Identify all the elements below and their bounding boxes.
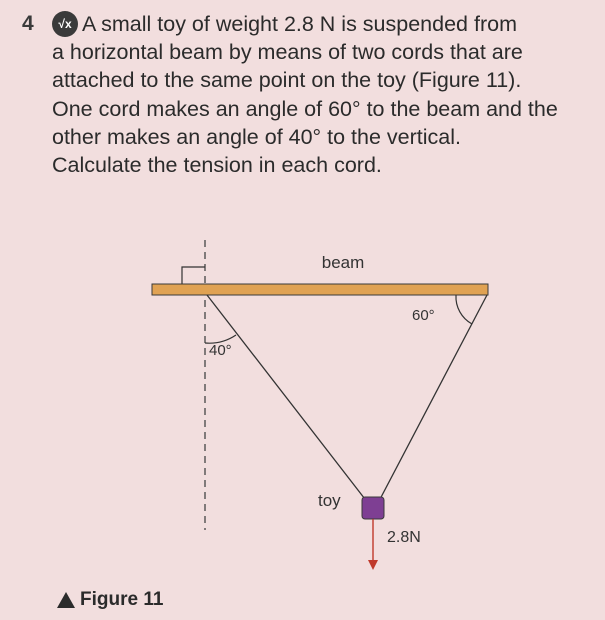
toy: [361, 496, 385, 520]
angle-arc-60: [455, 294, 473, 325]
angle-label-60: 60°: [412, 307, 435, 324]
question-line-2: a horizontal beam by means of two cords …: [52, 40, 523, 65]
caption-text: Figure 11: [80, 589, 164, 610]
left-cord: [206, 294, 369, 504]
question-line-1: A small toy of weight 2.8 N is suspended…: [82, 12, 517, 36]
question-line-4: One cord makes an angle of 60° to the be…: [52, 96, 558, 121]
caption-triangle-icon: [57, 592, 75, 608]
weight-label: 2.8N: [387, 529, 421, 546]
question-text: A small toy of weight 2.8 N is suspended…: [52, 10, 592, 179]
question-line-6: Calculate the tension in each cord.: [52, 153, 382, 178]
question-number: 4: [22, 12, 34, 35]
right-cord: [377, 294, 488, 504]
right-angle-marker: [181, 266, 205, 284]
question-line-3: attached to the same point on the toy (F…: [52, 68, 522, 93]
maths-skill-icon: √x: [52, 11, 78, 37]
angle-label-40: 40°: [209, 342, 232, 359]
beam-label: beam: [322, 253, 365, 272]
weight-arrowhead-icon: [368, 560, 378, 570]
question-line-5: other makes an angle of 40° to the verti…: [52, 124, 461, 149]
beam: [151, 283, 489, 296]
figure-caption: Figure 11: [57, 589, 163, 611]
toy-label: toy: [318, 491, 341, 510]
angle-arc-40: [204, 334, 237, 344]
